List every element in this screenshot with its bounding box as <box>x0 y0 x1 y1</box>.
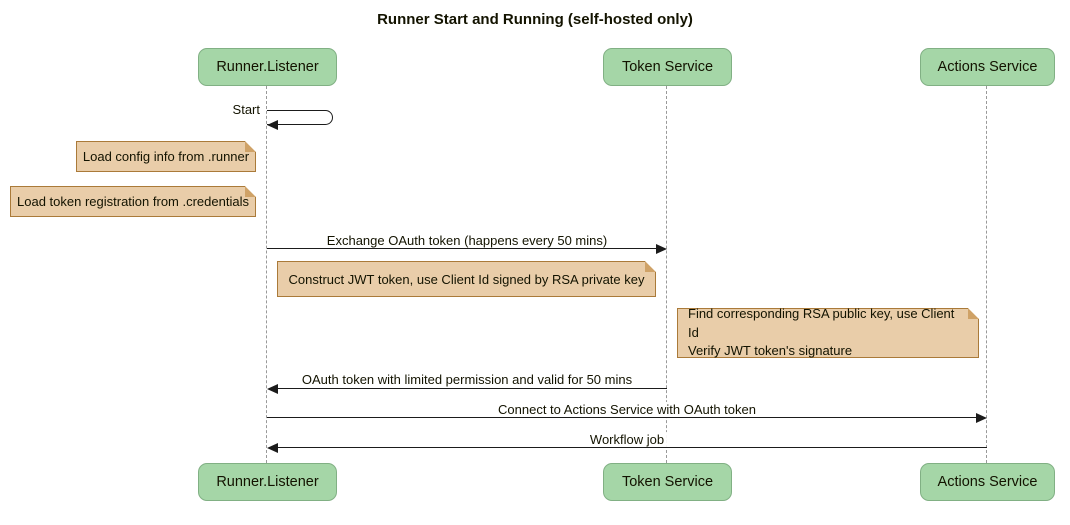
note-fold-cut <box>245 141 256 152</box>
participant-bottom-actions-service: Actions Service <box>920 463 1055 501</box>
participant-top-token-service: Token Service <box>603 48 732 86</box>
participant-label: Runner.Listener <box>216 474 319 490</box>
message-label-oauth-return: OAuth token with limited permission and … <box>298 372 636 387</box>
note-text: Load token registration from .credential… <box>17 194 249 209</box>
note-text: Load config info from .runner <box>82 149 250 164</box>
message-label-workflow-job: Workflow job <box>586 432 668 447</box>
arrowhead-right-icon <box>976 413 987 423</box>
note-text: Find corresponding RSA public key, use C… <box>688 305 955 359</box>
note-load-config: Load config info from .runner <box>76 141 256 172</box>
participant-bottom-token-service: Token Service <box>603 463 732 501</box>
note-find-rsa-key: Find corresponding RSA public key, use C… <box>677 306 979 358</box>
note-fold-cut <box>968 308 979 319</box>
note-construct-jwt: Construct JWT token, use Client Id signe… <box>277 261 656 297</box>
message-line-connect <box>267 417 976 418</box>
arrowhead-left-icon <box>267 384 278 394</box>
message-line-exchange-oauth <box>267 248 657 249</box>
participant-label: Runner.Listener <box>216 59 319 75</box>
participant-label: Actions Service <box>937 474 1038 490</box>
message-label-start: Start <box>232 102 260 117</box>
message-label-connect: Connect to Actions Service with OAuth to… <box>495 402 759 417</box>
message-line-oauth-return <box>278 388 667 389</box>
lifeline-actions-service <box>986 86 987 463</box>
note-load-token-registration: Load token registration from .credential… <box>10 186 256 217</box>
lifeline-runner-listener <box>266 86 267 463</box>
lifeline-token-service <box>666 86 667 463</box>
participant-label: Token Service <box>621 474 714 490</box>
participant-label: Actions Service <box>937 59 1038 75</box>
arrowhead-left-icon <box>267 443 278 453</box>
participant-top-runner-listener: Runner.Listener <box>198 48 337 86</box>
message-label-exchange-oauth: Exchange OAuth token (happens every 50 m… <box>323 233 611 248</box>
participant-top-actions-service: Actions Service <box>920 48 1055 86</box>
participant-bottom-runner-listener: Runner.Listener <box>198 463 337 501</box>
arrowhead-right-icon <box>656 244 667 254</box>
note-fold-cut <box>645 261 656 272</box>
note-fold-cut <box>245 186 256 197</box>
participant-label: Token Service <box>621 59 714 75</box>
message-line-workflow-job <box>278 447 987 448</box>
self-message-loop-arrow <box>267 110 333 125</box>
arrowhead-left-icon <box>267 120 278 130</box>
note-text: Construct JWT token, use Client Id signe… <box>288 271 645 287</box>
diagram-title: Runner Start and Running (self-hosted on… <box>377 11 693 28</box>
